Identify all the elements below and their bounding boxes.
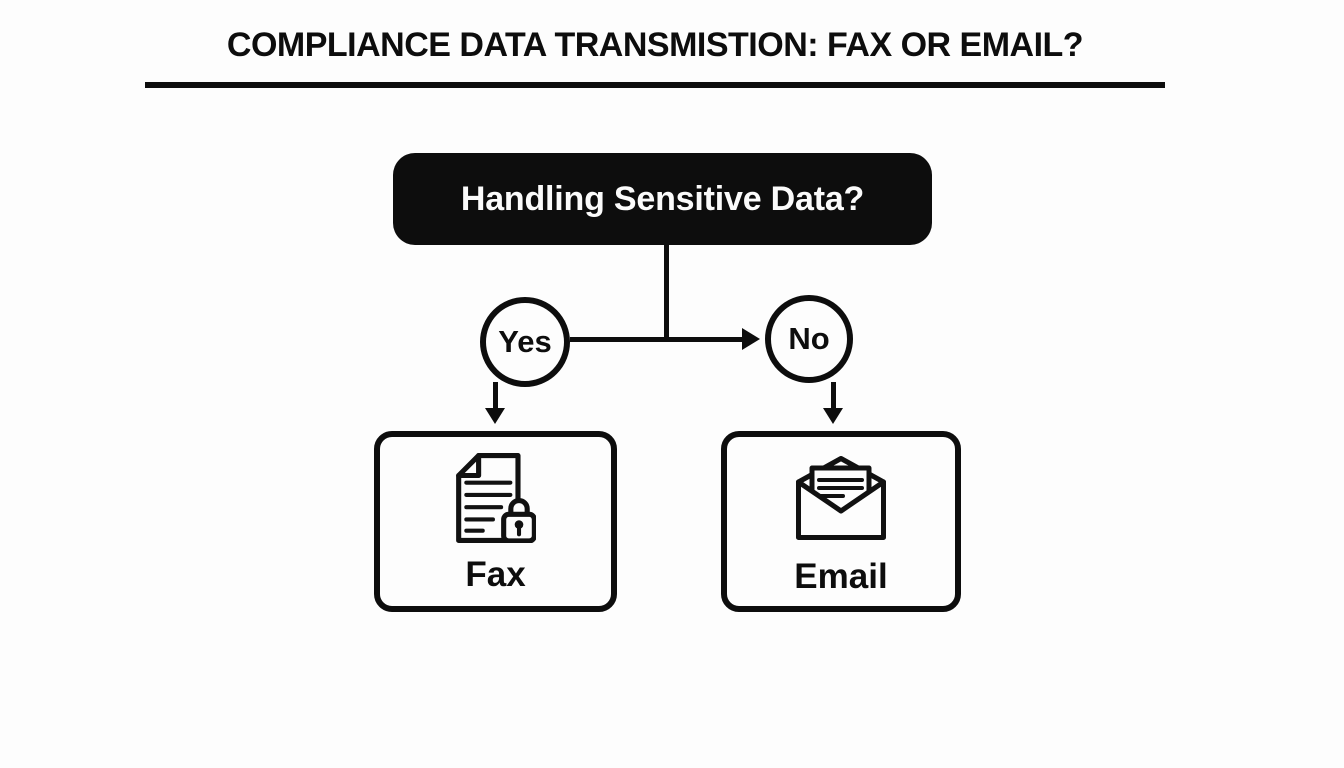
no-label: No <box>788 321 830 356</box>
no-node: No <box>765 295 853 383</box>
yes-label: Yes <box>498 324 552 359</box>
fax-result-box: Fax <box>374 431 617 612</box>
down-arrowhead-icon <box>823 408 843 424</box>
email-result-box: Email <box>721 431 961 612</box>
decision-question: Handling Sensitive Data? <box>460 179 865 218</box>
page-title: COMPLIANCE DATA TRANSMISTION: FAX OR EMA… <box>226 26 1084 64</box>
connector-decision-down <box>664 245 669 341</box>
title-underline <box>145 82 1165 88</box>
open-envelope-icon <box>796 456 886 545</box>
email-label: Email <box>794 557 888 596</box>
fax-label: Fax <box>465 555 526 594</box>
right-arrowhead-icon <box>742 328 760 350</box>
document-lock-icon <box>455 453 537 548</box>
yes-node: Yes <box>480 297 570 387</box>
down-arrowhead-icon <box>485 408 505 424</box>
connector-no-to-email <box>831 382 836 409</box>
decision-node: Handling Sensitive Data? <box>393 153 932 245</box>
connector-yes-to-fax <box>493 382 498 409</box>
connector-yes-to-no <box>570 337 742 342</box>
